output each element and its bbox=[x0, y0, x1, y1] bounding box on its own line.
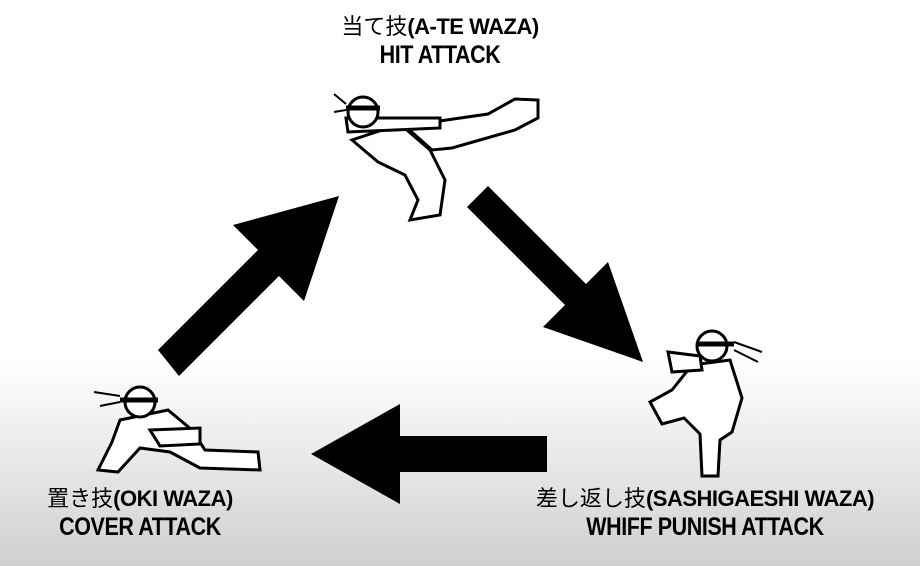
cover-attack-title: 置き技(OKI WAZA) bbox=[10, 486, 270, 513]
cover-attack-romaji: (OKI WAZA) bbox=[113, 486, 233, 511]
knee-raise-fighter-icon bbox=[647, 329, 763, 478]
whiff-punish-title: 差し返し技(SASHIGAESHI WAZA) bbox=[500, 486, 910, 513]
hit-attack-romaji: (A-TE WAZA) bbox=[407, 14, 539, 39]
kicking-fighter-icon bbox=[333, 93, 540, 222]
whiff-punish-english: WHIFF PUNISH ATTACK bbox=[586, 513, 824, 541]
whiff-punish-japanese: 差し返し技 bbox=[535, 487, 646, 512]
hit-attack-japanese: 当て技 bbox=[341, 15, 408, 40]
arrow-hit-to-whiff bbox=[467, 186, 643, 362]
crouching-fighter-icon bbox=[93, 385, 262, 474]
whiff-punish-romaji: (SASHIGAESHI WAZA) bbox=[645, 486, 875, 511]
arrow-whiff-to-cover bbox=[311, 404, 547, 504]
arrow-cover-to-hit bbox=[158, 196, 339, 376]
cover-attack-japanese: 置き技 bbox=[47, 487, 114, 512]
hit-attack-english: HIT ATTACK bbox=[379, 41, 501, 69]
cover-attack-english: COVER ATTACK bbox=[59, 513, 221, 541]
whiff-punish-label: 差し返し技(SASHIGAESHI WAZA) WHIFF PUNISH ATT… bbox=[500, 486, 910, 541]
cover-attack-label: 置き技(OKI WAZA) COVER ATTACK bbox=[10, 486, 270, 541]
hit-attack-label: 当て技(A-TE WAZA) HIT ATTACK bbox=[300, 14, 580, 69]
hit-attack-title: 当て技(A-TE WAZA) bbox=[300, 14, 580, 41]
